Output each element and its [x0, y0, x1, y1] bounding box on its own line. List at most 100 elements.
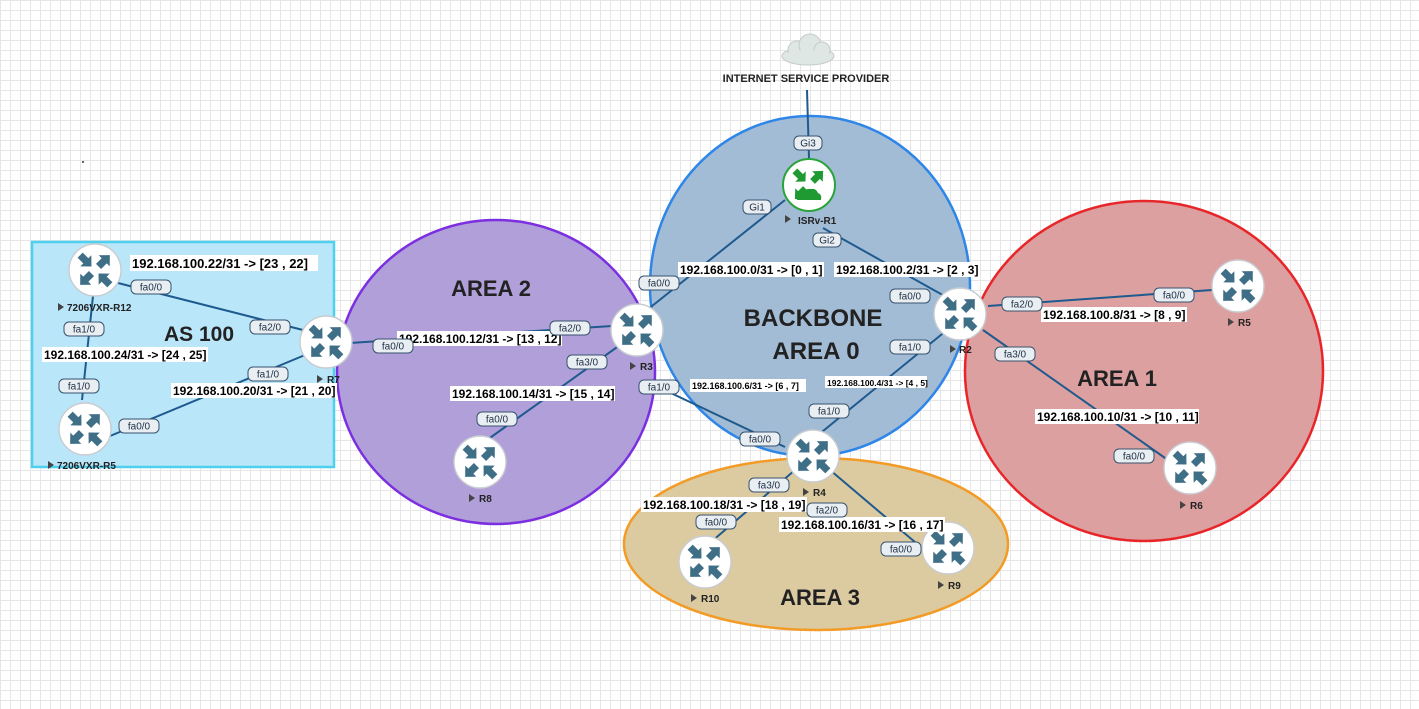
interface-label: fa0/0 — [1163, 291, 1186, 302]
interface-badge-r4-fa10: fa1/0 — [808, 403, 850, 419]
interface-badge-r8-fa00: fa0/0 — [476, 411, 518, 427]
router-r5-label: R5 — [1238, 318, 1251, 329]
interface-badge-r2-fa30: fa3/0 — [994, 346, 1036, 362]
router-r3-icon — [610, 303, 664, 357]
interface-label: fa2/0 — [259, 323, 282, 334]
interface-label: fa2/0 — [559, 324, 582, 335]
subnet-label-4: 192.168.100.4/31 -> [4 , 5] — [827, 378, 928, 388]
router-r8[interactable]: R8 — [453, 435, 507, 505]
area1-title: AREA 1 — [1077, 366, 1157, 391]
router-r3-label: R3 — [640, 362, 653, 373]
router-r10[interactable]: R10 — [678, 535, 732, 605]
interface-label: fa0/0 — [382, 342, 405, 353]
router-r5b-label: 7206VXR-R5 — [57, 461, 116, 472]
router-r6[interactable]: R6 — [1163, 441, 1217, 512]
interface-badge-r7-fa00: fa0/0 — [372, 338, 414, 354]
router-r12-label: 7206VXR-R12 — [67, 303, 132, 314]
interface-badge-r5b-fa00: fa0/0 — [118, 418, 160, 434]
interface-label: fa0/0 — [1123, 452, 1146, 463]
router-r5[interactable]: R5 — [1211, 259, 1265, 329]
router-r4-label: R4 — [813, 488, 826, 499]
interface-label: Gi3 — [800, 139, 816, 150]
interface-label: fa0/0 — [749, 435, 772, 446]
subnet-label-24: 192.168.100.24/31 -> [24 , 25] — [44, 348, 206, 362]
interface-badge-r3-fa30: fa3/0 — [566, 354, 608, 370]
interface-label: fa0/0 — [486, 415, 509, 426]
interface-badge-r2-fa00: fa0/0 — [889, 288, 931, 304]
router-isrv-label: ISRv-R1 — [798, 216, 837, 227]
router-r5-icon — [1211, 259, 1265, 313]
interface-badge-r3-fa00: fa0/0 — [638, 275, 680, 291]
interface-label: fa0/0 — [128, 422, 151, 433]
router-r8-label: R8 — [479, 494, 492, 505]
interface-badge-r4-fa00: fa0/0 — [739, 431, 781, 447]
area2-title: AREA 2 — [451, 276, 531, 301]
interface-badge-isp-gi3: Gi3 — [793, 135, 823, 151]
interface-badge-r7-fa20: fa2/0 — [249, 319, 291, 335]
interface-label: fa3/0 — [758, 481, 781, 492]
router-r7[interactable]: R7 — [299, 315, 353, 386]
router-7206vxr-r12[interactable]: 7206VXR-R12 — [58, 243, 132, 314]
interface-badge-r10-fa00: fa0/0 — [695, 514, 737, 530]
router-r6-icon — [1163, 441, 1217, 495]
subnet-label-18: 192.168.100.18/31 -> [18 , 19] — [643, 498, 805, 512]
router-r5b-icon — [58, 402, 112, 456]
interface-label: fa0/0 — [899, 292, 922, 303]
router-r8-icon — [453, 435, 507, 489]
router-7206vxr-r5[interactable]: 7206VXR-R5 — [48, 402, 116, 472]
interface-badge-r5-fa00: fa0/0 — [1153, 287, 1195, 303]
router-isrv-r1[interactable]: ISRv-R1 — [782, 158, 837, 227]
router-r6-label: R6 — [1190, 501, 1203, 512]
interface-label: fa1/0 — [648, 383, 671, 394]
subnet-label-22: 192.168.100.22/31 -> [23 , 22] — [132, 256, 308, 271]
interface-label: fa0/0 — [648, 279, 671, 290]
interface-label: fa3/0 — [576, 358, 599, 369]
interface-badge-isp-gi1: Gi1 — [742, 199, 772, 215]
isp-label: INTERNET SERVICE PROVIDER — [723, 73, 890, 85]
interface-label: fa1/0 — [73, 325, 96, 336]
interface-badge-r3-fa10: fa1/0 — [638, 379, 680, 395]
router-r3[interactable]: R3 — [610, 303, 664, 373]
subnet-label-14: 192.168.100.14/31 -> [15 , 14] — [452, 387, 614, 401]
stray-dot — [82, 161, 84, 163]
area3-title: AREA 3 — [780, 585, 860, 610]
router-r7-label: R7 — [327, 375, 340, 386]
as100-title: AS 100 — [164, 323, 234, 346]
interface-badge-r9-fa00: fa0/0 — [880, 541, 922, 557]
interface-label: fa0/0 — [140, 283, 163, 294]
router-r2[interactable]: R2 — [933, 287, 987, 356]
subnet-labels: 192.168.100.0/31 -> [0 , 1] 192.168.100.… — [42, 255, 1199, 532]
interface-badge-r2-fa20: fa2/0 — [1001, 296, 1043, 312]
router-r4[interactable]: R4 — [786, 429, 840, 499]
interface-badge-isp-gi2: Gi2 — [812, 232, 842, 248]
router-isrv-icon — [782, 158, 836, 212]
subnet-label-2: 192.168.100.2/31 -> [2 , 3] — [836, 263, 978, 277]
subnet-label-8: 192.168.100.8/31 -> [8 , 9] — [1043, 308, 1185, 322]
interface-badge-r2-fa10: fa1/0 — [889, 339, 931, 355]
interface-label: fa0/0 — [705, 518, 728, 529]
link-isrv-r3 — [636, 199, 786, 319]
router-r12-icon — [68, 243, 122, 297]
interface-badge-r5b-fa10: fa1/0 — [58, 378, 100, 394]
subnet-label-12: 192.168.100.12/31 -> [13 , 12] — [399, 332, 561, 346]
subnet-label-10: 192.168.100.10/31 -> [10 , 11] — [1037, 410, 1199, 424]
subnet-label-6: 192.168.100.6/31 -> [6 , 7] — [692, 381, 799, 391]
subnet-label-16: 192.168.100.16/31 -> [16 , 17] — [781, 518, 943, 532]
interface-label: fa1/0 — [257, 370, 280, 381]
router-r9[interactable]: R9 — [921, 521, 975, 592]
subnet-label-20: 192.168.100.20/31 -> [21 , 20] — [173, 384, 335, 398]
interface-badge-r6-fa00: fa0/0 — [1113, 448, 1155, 464]
subnet-label-0: 192.168.100.0/31 -> [0 , 1] — [680, 263, 822, 277]
router-r7-icon — [299, 315, 353, 369]
router-r4-icon — [786, 429, 840, 483]
router-r10-label: R10 — [701, 594, 720, 605]
interface-badge-r12-fa10: fa1/0 — [63, 321, 105, 337]
interface-label: fa2/0 — [1011, 300, 1034, 311]
interface-label: fa1/0 — [899, 343, 922, 354]
router-r2-label: R2 — [959, 345, 972, 356]
interface-label: fa2/0 — [816, 506, 839, 517]
interface-label: Gi1 — [749, 203, 765, 214]
link-r4-r9 — [829, 469, 923, 549]
interface-label: fa3/0 — [1004, 350, 1027, 361]
